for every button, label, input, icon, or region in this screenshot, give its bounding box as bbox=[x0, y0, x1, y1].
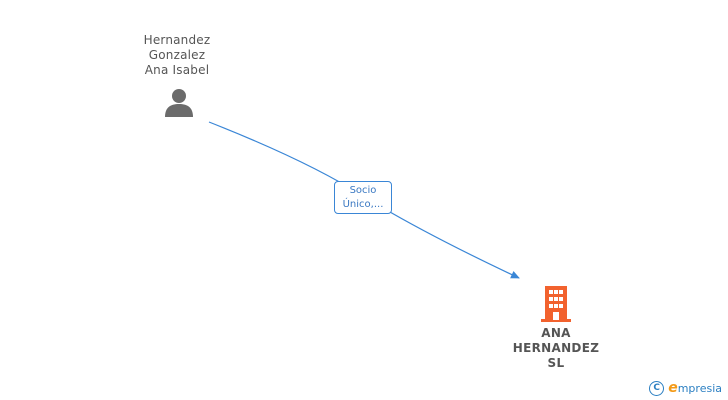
edge-role-label[interactable]: Socio Único,... bbox=[334, 181, 392, 214]
company-name-label[interactable]: ANA HERNANDEZ SL bbox=[512, 326, 600, 370]
copyright-icon: C bbox=[649, 380, 665, 396]
brand-initial: e bbox=[668, 380, 678, 396]
edge-role-line1: Socio bbox=[349, 185, 377, 196]
building-icon[interactable] bbox=[541, 286, 571, 322]
edge-role-line2: Único,... bbox=[342, 199, 384, 210]
person-name-label[interactable]: Hernandez Gonzalez Ana Isabel bbox=[143, 33, 211, 77]
footer-brand: C empresia bbox=[649, 380, 722, 396]
brand-name: mpresia bbox=[677, 382, 722, 395]
brand-logo[interactable]: empresia bbox=[668, 380, 722, 396]
person-icon[interactable] bbox=[164, 88, 194, 118]
